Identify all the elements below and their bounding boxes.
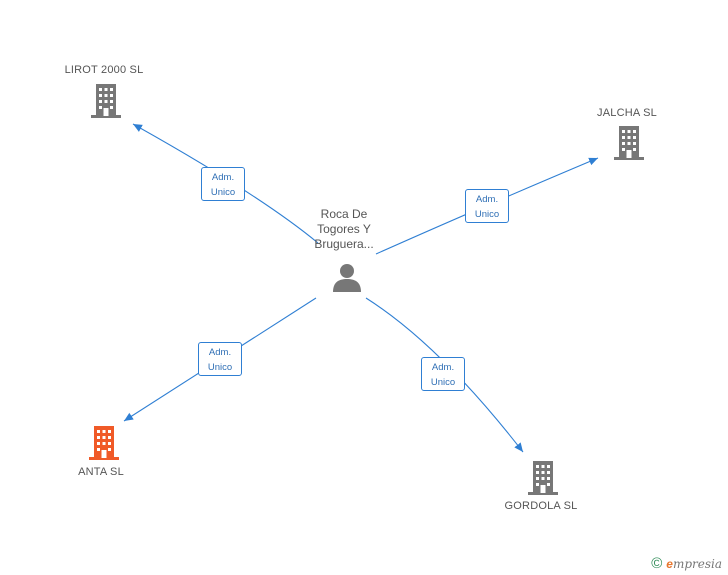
copyright-icon: © [651,555,663,572]
edge-label-line: Adm. [431,362,455,373]
node-label-jalcha[interactable]: JALCHA SL [597,107,657,119]
center-name-line: Togores Y [317,222,371,236]
node-label-lirot[interactable]: LIROT 2000 SL [64,64,144,76]
edge-label-line: Adm. [208,347,232,358]
edge-label-gordola[interactable]: Adm. Unico [421,357,465,391]
building-icon[interactable] [88,426,120,460]
person-icon[interactable] [332,263,362,293]
edge-label-line: Adm. [211,172,235,183]
edge-label-line: Adm. [475,194,499,205]
building-icon[interactable] [613,126,645,160]
footer-brand: ©empresia [651,555,722,572]
node-label-anta[interactable]: ANTA SL [78,466,124,478]
building-icon[interactable] [527,461,559,495]
edge-label-line: Unico [430,377,456,388]
edge-label-anta[interactable]: Adm. Unico [198,342,242,376]
edge-label-line: Unico [207,362,233,373]
node-label-gordola[interactable]: GORDOLA SL [504,500,578,512]
brand-logo-text: mpresia [672,557,722,571]
center-node-name[interactable]: Roca De Togores Y Bruguera... [299,207,389,252]
edge-label-jalcha[interactable]: Adm. Unico [465,189,509,223]
center-name-line: Roca De [320,207,368,221]
building-icon[interactable] [90,84,122,118]
edge-label-line: Unico [210,187,236,198]
edge-label-lirot[interactable]: Adm. Unico [201,167,245,201]
brand-logo-e: e [666,557,673,571]
center-name-line: Bruguera... [314,237,374,251]
edge-label-line: Unico [474,209,500,220]
